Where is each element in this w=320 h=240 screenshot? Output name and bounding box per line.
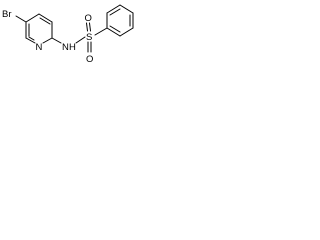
atom-bromine: Br: [2, 9, 12, 20]
phenyl-ring: [106, 4, 134, 37]
bond-c2-n1: [42, 37, 53, 44]
bond-ph-inner-c: [109, 25, 121, 33]
atom-oxygen-bottom: O: [86, 54, 93, 65]
bond-c5-br: [15, 15, 27, 23]
bond-c2-nh: [51, 37, 62, 44]
atom-amide-nitrogen: N: [62, 42, 69, 53]
bond-s-o-top-b: [89, 22, 91, 32]
bond-ph-2-3: [106, 4, 121, 14]
pyridine-ring: [25, 13, 53, 44]
bond-ph-3-4: [119, 4, 134, 14]
atom-amide-hydrogen: H: [69, 42, 76, 53]
bond-n1-c6: [25, 37, 36, 44]
bond-ph-5-6: [119, 27, 134, 37]
atom-oxygen-top: O: [85, 13, 92, 24]
bond-s-phenyl: [94, 27, 108, 36]
structure-canvas: Br N N H S O O: [0, 0, 152, 70]
bond-c5-c4: [25, 13, 40, 23]
bond-c4-c3-inner: [39, 17, 51, 25]
bond-s-o-top-a: [86, 22, 88, 32]
bond-ph-inner-a: [109, 8, 121, 16]
bond-c4-c3: [38, 13, 53, 23]
bond-ph-6-1: [106, 27, 121, 37]
atom-sulfur: S: [86, 32, 92, 43]
bond-n-s: [75, 36, 86, 44]
atom-ring-nitrogen: N: [36, 42, 43, 53]
bond-n1-c6-inner: [28, 36, 35, 41]
molecule-structure: Br N N H S O O: [2, 4, 134, 65]
